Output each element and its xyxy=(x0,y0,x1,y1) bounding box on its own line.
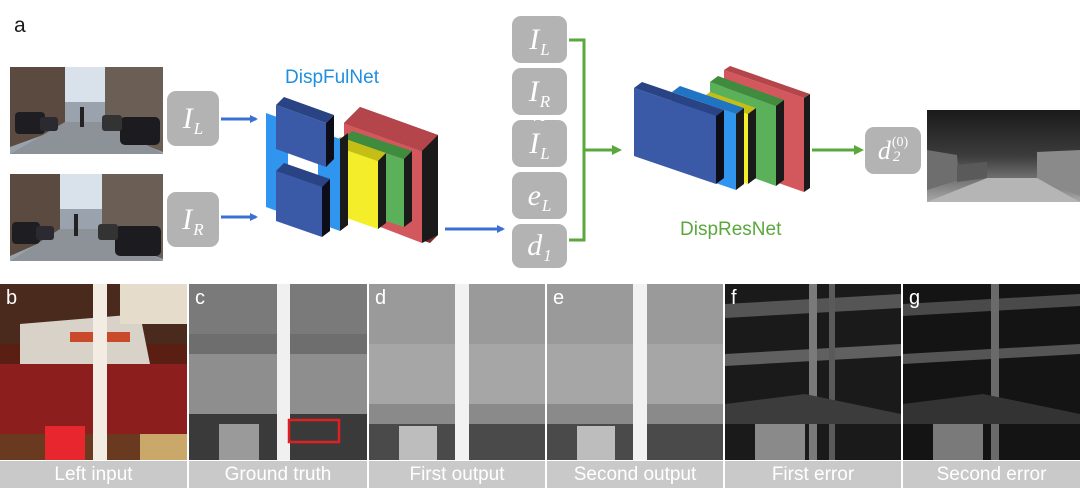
highlight-box xyxy=(287,418,341,444)
dispfulnet-diagram xyxy=(266,97,438,243)
stack-4-sub: L xyxy=(541,195,552,215)
panel-label-a: a xyxy=(14,14,26,37)
input-right-var: I xyxy=(182,202,193,236)
street-image-right xyxy=(10,174,163,261)
stack-1-sub: L xyxy=(540,39,550,59)
stack-bracket xyxy=(569,38,586,242)
panel-left-input xyxy=(0,284,187,460)
stack-3-var: I xyxy=(529,126,540,160)
output-tile: d(0)2 xyxy=(865,127,921,174)
stack-1-var: I xyxy=(529,22,540,56)
stack-4-var: e xyxy=(527,178,541,212)
connector-arrows xyxy=(221,38,864,242)
caption-second-output: Second output xyxy=(547,461,723,488)
street-image-left xyxy=(10,67,163,154)
caption-ground-truth: Ground truth xyxy=(189,461,367,488)
stack-3-sub: L xyxy=(540,143,550,163)
output-disparity-image xyxy=(927,110,1080,202)
panel-ground-truth xyxy=(189,284,367,460)
panel-label-e: e xyxy=(553,287,565,309)
panel-label-g: g xyxy=(909,287,921,309)
output-var: d xyxy=(877,135,891,165)
panel-label-c: c xyxy=(195,287,205,309)
dispfulnet-label: DispFulNet xyxy=(285,67,379,88)
stack-2-var: I xyxy=(528,74,539,108)
output-sub: 2 xyxy=(892,149,901,165)
panel-second-error xyxy=(903,284,1080,460)
input-left-var: I xyxy=(182,101,193,135)
stack-5-sub: 1 xyxy=(543,246,552,265)
caption-second-error: Second error xyxy=(903,461,1080,488)
caption-first-output: First output xyxy=(369,461,545,488)
panel-first-output xyxy=(369,284,545,460)
panel-second-output xyxy=(547,284,723,460)
input-right-sub: R xyxy=(193,219,204,239)
caption-first-error: First error xyxy=(725,461,901,488)
panel-label-d: d xyxy=(375,287,387,309)
stack-5-var: d xyxy=(527,229,543,262)
panel-label-f: f xyxy=(731,287,737,309)
dispresnet-diagram xyxy=(634,66,810,192)
panel-first-error xyxy=(725,284,901,460)
input-left-sub: L xyxy=(193,118,204,138)
dispresnet-label: DispResNet xyxy=(680,219,782,240)
panel-label-b: b xyxy=(6,287,18,309)
stack-2-sub: R xyxy=(539,91,551,111)
caption-left-input: Left input xyxy=(0,461,187,488)
output-sup: (0) xyxy=(891,135,909,150)
